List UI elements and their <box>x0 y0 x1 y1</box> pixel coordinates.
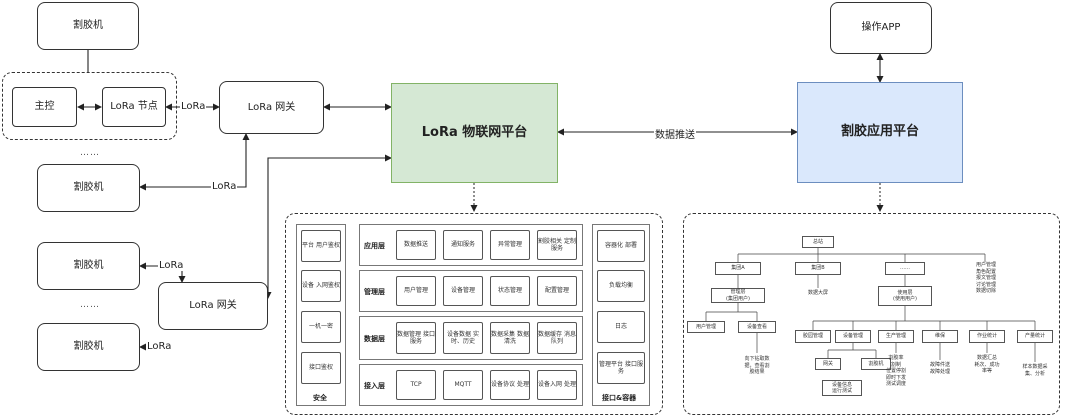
layer-item: 设备数据 实时、历史 <box>443 322 483 354</box>
tree-mgmt-layer: 管理层 (集团用户) <box>711 288 765 303</box>
tree-group-a: 集团A <box>715 262 761 275</box>
tree-maintenance-note: 故障件送 故障处理 <box>929 362 950 375</box>
tree-use-layer: 使用层 (使用用户) <box>878 286 932 306</box>
ellipsis-bottom: …… <box>80 300 100 310</box>
lora-iot-platform: LoRa 物联网平台 <box>391 83 558 183</box>
container-title: 接口&容器 <box>602 394 637 402</box>
layer-item: 用户管理 <box>396 276 436 306</box>
security-item: 一机一密 <box>301 311 341 343</box>
app-platform-detail <box>683 213 1060 415</box>
lora-gateway-1: LoRa 网关 <box>219 81 324 134</box>
lora-gateway-2: LoRa 网关 <box>158 282 268 330</box>
lora-node: LoRa 节点 <box>102 87 166 127</box>
layer-name: 接入层 <box>364 382 385 390</box>
machine-mid-node: 割胶机 <box>37 164 140 212</box>
tree-yield-stats: 产量统计 <box>1017 330 1053 343</box>
layer-item: 异常管理 <box>490 230 530 260</box>
layer-item: 数据缓存 消息队列 <box>537 322 577 354</box>
tree-yield-note: 样本数据采 集、分析 <box>1022 364 1048 377</box>
security-item: 设备 入网鉴权 <box>301 270 341 302</box>
tree-root: 总站 <box>802 236 834 248</box>
container-item: 日志 <box>597 311 645 343</box>
tree-production-mgmt: 生产管理 <box>878 330 914 343</box>
tree-group-b: 集团B <box>795 262 841 275</box>
container-item: 管理平台 接口服务 <box>597 352 645 384</box>
tree-user-mgmt: 用户管理 <box>687 321 725 333</box>
layer-item: 设备协议 处理 <box>490 370 530 400</box>
tree-big-screen: 数据大屏 <box>807 290 828 296</box>
edge-label-lora-4: LoRa <box>146 341 173 352</box>
tree-garden-mgmt: 胶园管理 <box>795 330 831 343</box>
iot-platform-detail <box>285 213 663 415</box>
edge-label-lora-2: LoRa <box>211 181 238 192</box>
rubber-tapping-app-platform: 割胶应用平台 <box>797 82 963 183</box>
layer-item: 设备入网 处理 <box>537 370 577 400</box>
layer-item: 设备管理 <box>443 276 483 306</box>
layer-name: 数据层 <box>364 335 385 343</box>
layer-name: 应用层 <box>364 242 385 250</box>
layer-name: 管理层 <box>364 288 385 296</box>
layer-item: 数据推送 <box>396 230 436 260</box>
layer-item: 割胶相关 定制服务 <box>537 230 577 260</box>
machine-detail-group <box>2 72 177 140</box>
layer-item: TCP <box>396 370 436 400</box>
tree-maintenance: 维保 <box>922 330 958 343</box>
tree-group-more: …… <box>885 262 925 275</box>
layer-item: 通知服务 <box>443 230 483 260</box>
machine-bottom-2-node: 割胶机 <box>37 323 140 371</box>
machine-top-node: 割胶机 <box>37 2 139 50</box>
security-item: 平台 用户鉴权 <box>301 230 341 262</box>
machine-bottom-1-node: 割胶机 <box>37 242 140 290</box>
layer-item: 状态管理 <box>490 276 530 306</box>
edge-label-data-push: 数据推送 <box>654 126 696 141</box>
tree-drilldown-note: 向下钻取数 据，查看割 胶结果 <box>744 356 770 375</box>
tree-tapping-machine: 割胶机 <box>861 358 891 370</box>
tree-device-note: 设备信息 运行测试 <box>822 380 862 396</box>
edge-label-lora-1: LoRa <box>180 101 207 112</box>
tree-work-note: 数据汇总 耗次、成功 率等 <box>974 355 1000 374</box>
tree-admin-functions: 用户管理 角色配置 报文管理 讨论管理 数据切除 <box>975 262 996 294</box>
tree-production-note: 割胶率 割制 位置停割 即时下发 测试调度 <box>885 355 906 387</box>
layer-item: 数据管理 接口服务 <box>396 322 436 354</box>
tree-gateway: 网关 <box>815 358 841 370</box>
tree-device-mgmt: 设备管理 <box>835 330 871 343</box>
master-control-node: 主控 <box>12 87 77 127</box>
security-item: 接口鉴权 <box>301 352 341 384</box>
layer-item: 数据采集 数据清洗 <box>490 322 530 354</box>
layer-item: MQTT <box>443 370 483 400</box>
tree-device-view: 设备查看 <box>738 321 776 333</box>
container-item: 负载均衡 <box>597 270 645 302</box>
layer-item: 配置管理 <box>537 276 577 306</box>
container-item: 容器化 部署 <box>597 230 645 262</box>
tree-work-stats: 作业统计 <box>969 330 1005 343</box>
security-title: 安全 <box>313 394 327 402</box>
edge-label-lora-3: LoRa <box>158 260 185 271</box>
operate-app-node: 操作APP <box>830 2 932 54</box>
ellipsis-top: …… <box>80 148 100 158</box>
